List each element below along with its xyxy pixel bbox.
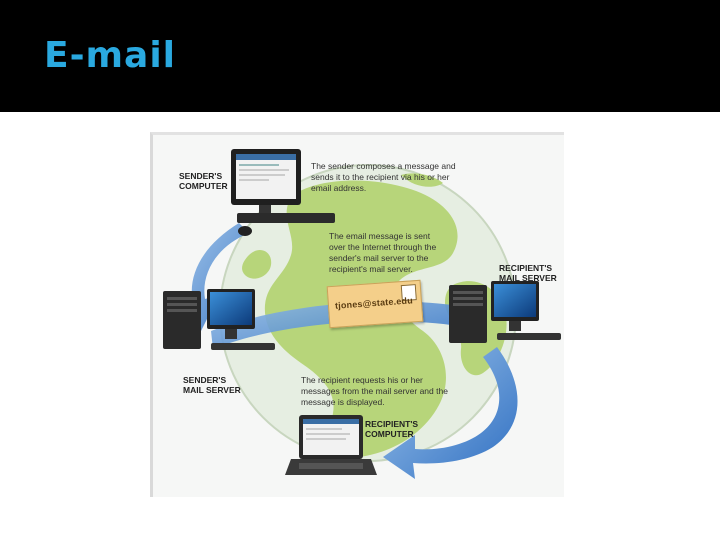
caption-step3: The recipient requests his or her messag… bbox=[301, 375, 448, 407]
sender-server-icon bbox=[163, 289, 275, 350]
caption-step2: The email message is sent over the Inter… bbox=[329, 231, 437, 274]
label-recipient-server: RECIPIENT'S MAIL SERVER bbox=[499, 263, 557, 283]
email-flow-diagram: tjones@state.edu SENDER'S COMPUTER SENDE… bbox=[150, 132, 564, 497]
slide-header: E-mail bbox=[0, 0, 720, 112]
label-sender-computer: SENDER'S COMPUTER bbox=[179, 171, 228, 191]
slide-title: E-mail bbox=[44, 35, 177, 76]
recipient-server-icon bbox=[449, 281, 561, 343]
envelope-address: tjones@state.edu bbox=[334, 295, 414, 311]
label-recipient-computer: RECIPIENT'S COMPUTER bbox=[365, 419, 419, 439]
laptop-icon bbox=[285, 415, 377, 475]
sender-computer-icon bbox=[231, 149, 335, 236]
caption-step1: The sender composes a message and sends … bbox=[311, 161, 456, 193]
envelope-icon: tjones@state.edu bbox=[326, 279, 424, 329]
label-sender-server: SENDER'S MAIL SERVER bbox=[183, 375, 241, 395]
